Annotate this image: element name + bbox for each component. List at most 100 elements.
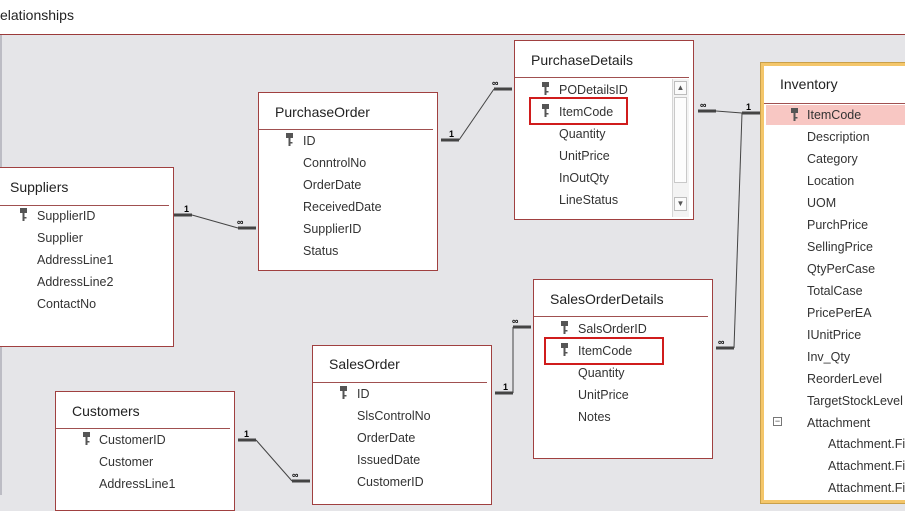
field-row[interactable]: AddressLine1 (99, 477, 176, 491)
suppliers-table[interactable]: Suppliers SupplierID Supplier AddressLin… (0, 167, 174, 347)
subfield-row[interactable]: Attachment.Fi (828, 481, 905, 495)
field-row[interactable]: SellingPrice (807, 240, 874, 254)
card-one-salesorder: 1 (503, 382, 508, 392)
field-row[interactable]: ReceivedDate (303, 200, 382, 214)
relationships-tab-bar: elationships (0, 0, 905, 35)
field-row[interactable]: SlsControlNo (357, 409, 431, 423)
primary-key-icon (561, 321, 568, 334)
field-row[interactable]: Category (807, 152, 858, 166)
field-row[interactable]: SupplierID (37, 209, 96, 223)
field-row[interactable]: ItemCode (559, 105, 614, 119)
field-row[interactable]: TargetStockLevel (807, 394, 903, 408)
field-row[interactable]: IssuedDate (357, 453, 421, 467)
card-one-inventory: 1 (746, 102, 751, 112)
scrollbar[interactable]: ▲ ▼ (672, 79, 689, 217)
title-separator (515, 77, 689, 78)
table-title[interactable]: SalesOrder (329, 356, 400, 372)
field-row[interactable]: Description (807, 130, 870, 144)
scroll-up-icon[interactable]: ▲ (674, 81, 687, 95)
title-separator (534, 316, 708, 317)
title-separator (56, 428, 230, 429)
field-row[interactable]: Status (303, 244, 339, 258)
highlight-box (529, 97, 628, 125)
card-one-purchaseorder: 1 (449, 129, 454, 139)
salesorderdetails-table[interactable]: SalesOrderDetails SalsOrderID ItemCode Q… (533, 279, 713, 459)
purchasedetails-table[interactable]: PurchaseDetails PODetailsID ItemCode Qua… (514, 40, 694, 220)
primary-key-icon (791, 108, 798, 121)
field-row[interactable]: OrderDate (357, 431, 416, 445)
field-row[interactable]: CustomerID (99, 433, 166, 447)
table-title[interactable]: SalesOrderDetails (550, 291, 664, 307)
field-row[interactable]: QtyPerCase (807, 262, 876, 276)
field-row[interactable]: Quantity (578, 366, 625, 380)
purchaseorder-table[interactable]: PurchaseOrder ID ConntrolNo OrderDate Re… (258, 92, 438, 271)
selected-row (766, 105, 905, 125)
field-row[interactable]: ItemCode (578, 344, 633, 358)
primary-key-icon (83, 432, 90, 445)
field-row[interactable]: PurchPrice (807, 218, 869, 232)
table-title[interactable]: PurchaseDetails (531, 52, 633, 68)
field-row[interactable]: UnitPrice (578, 388, 629, 402)
primary-key-icon (542, 82, 549, 95)
field-row[interactable]: InOutQty (559, 171, 610, 185)
field-row[interactable]: ID (357, 387, 370, 401)
field-row[interactable]: TotalCase (807, 284, 863, 298)
field-row[interactable]: UnitPrice (559, 149, 610, 163)
primary-key-icon (20, 208, 27, 221)
field-row[interactable]: ID (303, 134, 316, 148)
inventory-table[interactable]: Inventory ItemCode Description Category … (760, 62, 905, 504)
field-row[interactable]: ContactNo (37, 297, 97, 311)
card-many-salesorderdetails-inv: ∞ (718, 337, 725, 347)
collapse-icon[interactable]: − (773, 416, 782, 426)
field-row[interactable]: AddressLine2 (37, 275, 114, 289)
primary-key-icon (542, 104, 549, 117)
highlight-box (544, 337, 664, 365)
field-row[interactable]: Inv_Qty (807, 350, 851, 364)
title-separator (764, 103, 905, 104)
table-title[interactable]: Customers (72, 403, 140, 419)
title-separator (0, 205, 169, 206)
field-row[interactable]: Location (807, 174, 855, 188)
field-row[interactable]: PricePerEA (807, 306, 872, 320)
field-row[interactable]: AddressLine1 (37, 253, 114, 267)
table-title[interactable]: Suppliers (10, 179, 69, 195)
card-many-salesorderdetails: ∞ (512, 316, 519, 326)
field-row[interactable]: SupplierID (303, 222, 362, 236)
subfield-row[interactable]: Attachment.Fi (828, 437, 905, 451)
card-one-customers: 1 (244, 429, 249, 439)
relationships-tab-title[interactable]: elationships (0, 7, 74, 23)
field-row[interactable]: Supplier (37, 231, 83, 245)
title-separator (313, 382, 487, 383)
card-many-salesorder: ∞ (292, 470, 299, 480)
field-row[interactable]: ItemCode (807, 108, 862, 122)
card-many-purchasedetails-inv: ∞ (700, 100, 707, 110)
card-many-purchasedetails: ∞ (492, 78, 499, 88)
table-title[interactable]: Inventory (780, 76, 838, 92)
field-row[interactable]: ConntrolNo (303, 156, 367, 170)
field-row[interactable]: Quantity (559, 127, 606, 141)
field-row[interactable]: Customer (99, 455, 154, 469)
card-many-purchaseorder: ∞ (237, 217, 244, 227)
field-row[interactable]: Attachment (807, 416, 871, 430)
card-one-suppliers: 1 (184, 204, 189, 214)
subfield-row[interactable]: Attachment.Fi (828, 459, 905, 473)
primary-key-icon (561, 343, 568, 356)
primary-key-icon (286, 133, 293, 146)
field-row[interactable]: IUnitPrice (807, 328, 862, 342)
customers-table[interactable]: Customers CustomerID Customer AddressLin… (55, 391, 235, 511)
salesorder-table[interactable]: SalesOrder ID SlsControlNo OrderDate Iss… (312, 345, 492, 505)
scroll-thumb[interactable] (674, 97, 687, 183)
primary-key-icon (340, 386, 347, 399)
scroll-down-icon[interactable]: ▼ (674, 197, 687, 211)
field-row[interactable]: SalsOrderID (578, 322, 647, 336)
field-row[interactable]: OrderDate (303, 178, 362, 192)
field-row[interactable]: ReorderLevel (807, 372, 883, 386)
title-separator (259, 129, 433, 130)
field-row[interactable]: CustomerID (357, 475, 424, 489)
field-row[interactable]: LineStatus (559, 193, 619, 207)
relationship-lines: 1 ∞ 1 ∞ ∞ 1 ∞ 1 ∞ 1 ∞ (174, 78, 760, 483)
field-row[interactable]: PODetailsID (559, 83, 628, 97)
field-row[interactable]: Notes (578, 410, 611, 424)
table-title[interactable]: PurchaseOrder (275, 104, 370, 120)
field-row[interactable]: UOM (807, 196, 837, 210)
